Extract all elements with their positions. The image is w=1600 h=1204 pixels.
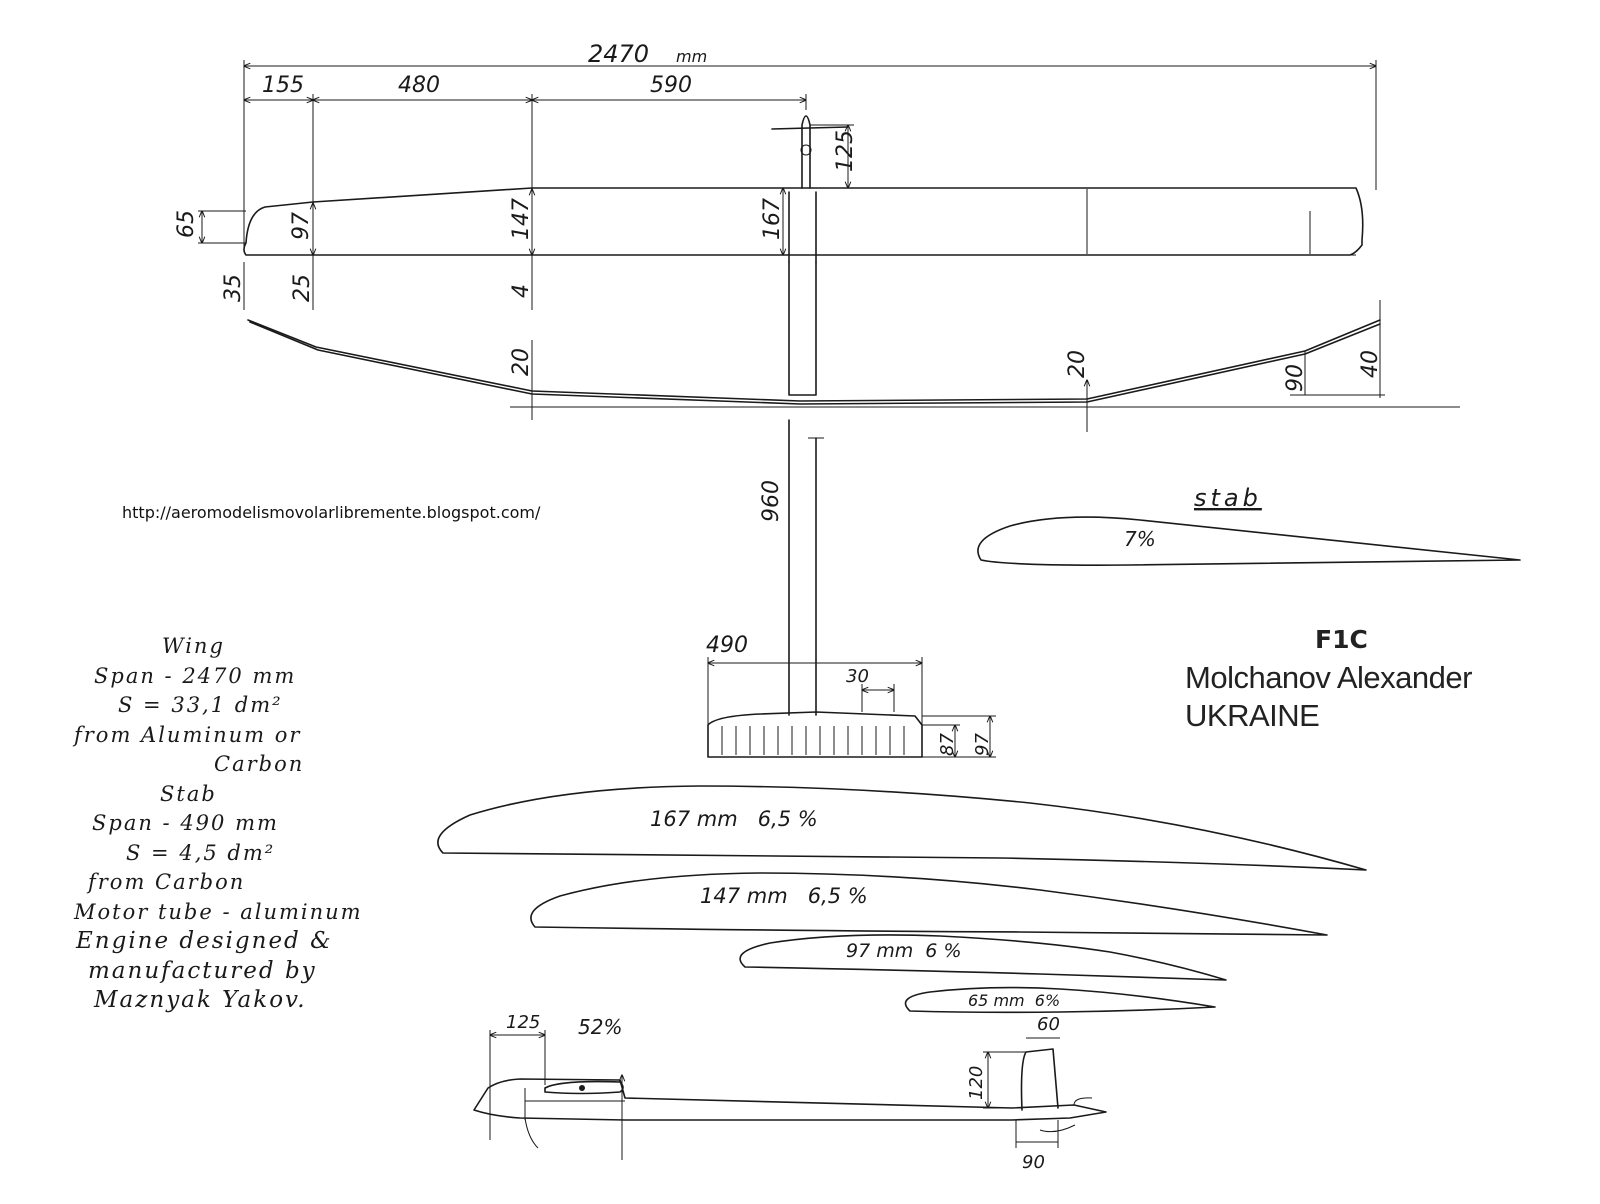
tail-boom xyxy=(788,191,824,716)
dim-fin-90: 90 xyxy=(1022,1152,1045,1173)
span-dimensions xyxy=(198,60,1376,310)
airfoil-167-label: 167 mm 6,5 % xyxy=(650,807,818,831)
dim-span-total: 2470 xyxy=(588,40,649,68)
note-line: from Aluminum or xyxy=(74,722,302,747)
dim-boom-960: 960 xyxy=(759,480,784,522)
dim-stab-490: 490 xyxy=(706,633,748,658)
airfoil-147-label: 147 mm 6,5 % xyxy=(700,884,868,908)
dim-fin-120: 120 xyxy=(966,1066,987,1100)
note-line: S = 4,5 dm² xyxy=(126,840,276,865)
note-line: Stab xyxy=(160,781,217,806)
note-line: Span - 2470 mm xyxy=(94,663,297,688)
note-line: Carbon xyxy=(214,752,305,776)
dim-dihedral-20-left: 20 xyxy=(509,348,534,376)
airfoil-65-label: 65 mm 6% xyxy=(968,991,1060,1010)
note-line: Maznyak Yakov. xyxy=(94,987,307,1013)
airfoil-97 xyxy=(739,934,1227,981)
source-url: http://aeromodelismovolarlibremente.blog… xyxy=(122,503,541,522)
stab-plan-view xyxy=(707,657,996,758)
dim-fin-60: 60 xyxy=(1037,1014,1060,1035)
dim-offset-4: 4 xyxy=(509,284,534,298)
stab-airfoil xyxy=(977,516,1521,566)
stab-airfoil-pct: 7% xyxy=(1124,527,1156,551)
front-view xyxy=(247,300,1460,432)
note-line: S = 33,1 dm² xyxy=(118,693,283,717)
note-line: Engine designed & xyxy=(76,928,333,954)
title-country: UKRAINE xyxy=(1185,698,1320,733)
wing-plan-view xyxy=(243,115,1364,256)
dim-stab-30: 30 xyxy=(846,666,869,687)
dim-dihedral-20-right: 20 xyxy=(1065,350,1090,378)
airfoil-147 xyxy=(530,872,1328,936)
airfoil-65 xyxy=(904,986,1216,1014)
note-line: Motor tube - aluminum xyxy=(74,899,363,924)
airfoil-167 xyxy=(437,785,1367,871)
note-line: Span - 490 mm xyxy=(92,811,279,835)
dim-offset-35: 35 xyxy=(221,274,246,302)
title-block: F1C Molchanov Alexander UKRAINE xyxy=(1185,625,1472,734)
dim-chord-167: 167 xyxy=(760,198,785,240)
dim-offset-25: 25 xyxy=(290,274,315,302)
dim-590: 590 xyxy=(650,73,692,98)
dim-chord-97: 97 xyxy=(289,212,314,240)
dim-tip-65: 65 xyxy=(174,210,199,238)
dim-fus-125: 125 xyxy=(506,1012,540,1033)
dim-pylon-125: 125 xyxy=(833,130,858,172)
note-line: Wing xyxy=(162,634,225,658)
dim-480: 480 xyxy=(398,73,440,98)
dim-dihedral-90: 90 xyxy=(1283,364,1308,392)
title-author: Molchanov Alexander xyxy=(1185,660,1472,695)
dim-span-unit: mm xyxy=(676,47,707,66)
dim-fus-52pct: 52% xyxy=(578,1015,622,1039)
spec-notes: Wing Span - 2470 mm S = 33,1 dm² from Al… xyxy=(62,632,392,1016)
dim-stab-97: 97 xyxy=(972,733,993,756)
note-line: from Carbon xyxy=(88,870,246,894)
title-code: F1C xyxy=(1315,625,1368,654)
airfoil-97-label: 97 mm 6 % xyxy=(846,940,962,962)
stab-airfoil-title: stab xyxy=(1194,484,1262,512)
dim-stab-87: 87 xyxy=(937,733,958,756)
dim-dihedral-40: 40 xyxy=(1358,350,1383,378)
dim-chord-147: 147 xyxy=(509,198,534,240)
note-line: manufactured by xyxy=(88,957,317,984)
fuselage-side-view xyxy=(473,1030,1107,1160)
dim-155: 155 xyxy=(262,73,304,98)
